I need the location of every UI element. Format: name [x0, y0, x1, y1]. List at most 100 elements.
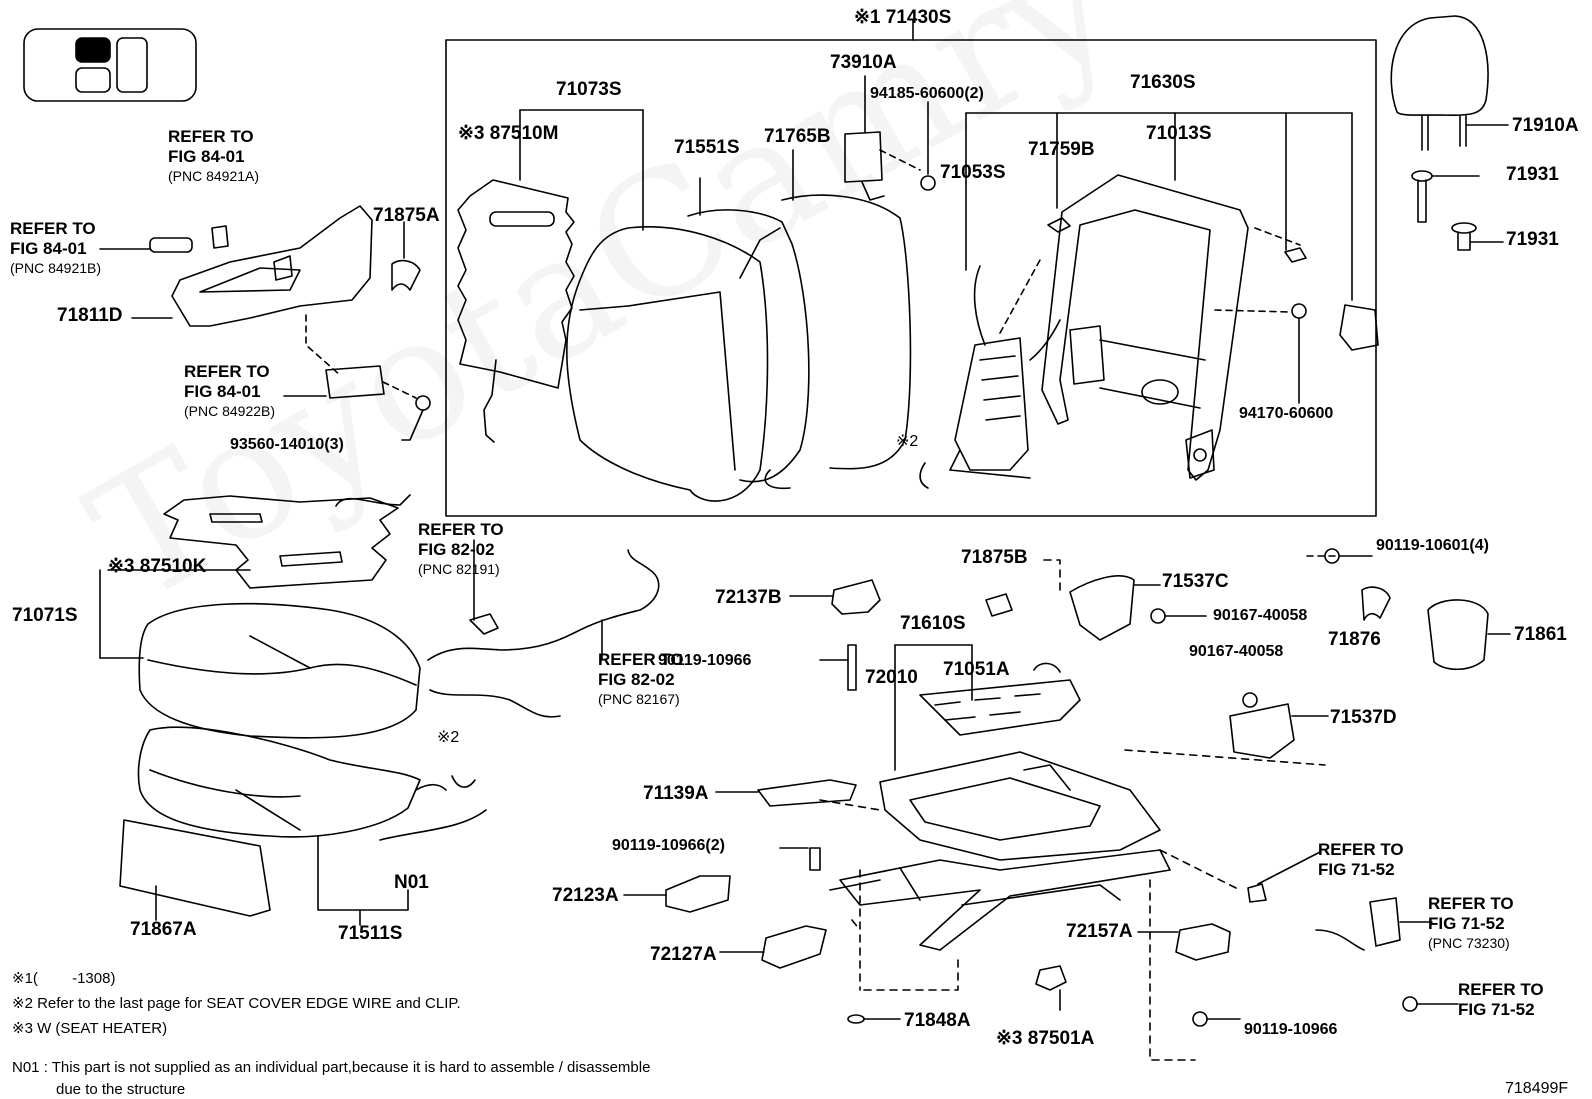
part-label-73910a: 73910A: [830, 52, 897, 73]
cross-ref-line2: FIG 82-02: [598, 670, 675, 690]
legend-note-2: ※2 Refer to the last page for SEAT COVER…: [12, 996, 461, 1011]
part-label-71139a: 71139A: [643, 783, 709, 804]
headrest-drawing: [1390, 15, 1509, 151]
part-label-71053s: 71053S: [940, 162, 1006, 183]
seat-frame-drawing: [819, 559, 1326, 1061]
cross-ref-pnc: (PNC 82191): [418, 560, 500, 577]
cross-ref-82191[interactable]: REFER TO FIG 82-02 (PNC 82191): [418, 520, 504, 578]
part-label-90119-10966-upper: 90119-10966: [658, 652, 752, 669]
legend-note-1: ※1( -1308): [12, 971, 115, 986]
harness-drawing: [379, 539, 660, 841]
cross-ref-73230[interactable]: REFER TO FIG 71-52 (PNC 73230): [1428, 894, 1514, 952]
cross-ref-line1: REFER TO: [1458, 980, 1544, 999]
legend-text: ( -1308): [32, 970, 116, 987]
part-label-71430s: ※1 71430S: [854, 7, 952, 28]
lumbar-support-drawing: [919, 259, 1061, 489]
cross-ref-84921a[interactable]: REFER TO FIG 84-01 (PNC 84921A): [168, 127, 259, 185]
legend-mark: ※3: [12, 1020, 33, 1037]
legend-text: W (SEAT HEATER): [37, 1020, 168, 1037]
cross-ref-pnc: (PNC 84921A): [168, 167, 260, 184]
seat-side-trim-drawing: [99, 205, 431, 441]
part-label-71537c: 71537C: [1162, 571, 1229, 592]
part-label-90119-10601: 90119-10601(4): [1376, 537, 1489, 554]
part-label-71071s: 71071S: [12, 605, 78, 626]
part-label-90119-10966-2: 90119-10966(2): [612, 837, 725, 854]
part-label-71875b: 71875B: [961, 547, 1028, 568]
footnote-mark: N01: [12, 1059, 40, 1076]
part-label-71511s: 71511S: [338, 923, 403, 944]
cross-ref-84922b[interactable]: REFER TO FIG 84-01 (PNC 84922B): [184, 362, 275, 420]
cross-ref-pnc: (PNC 82167): [598, 690, 680, 707]
part-label-71848a: 71848A: [904, 1010, 971, 1031]
note-mark-2-back: ※2: [896, 433, 919, 450]
part-label-71537d: 71537D: [1330, 707, 1397, 728]
note-mark-2-cushion: ※2: [437, 729, 460, 746]
footnote-text: : This part is not supplied as an indivi…: [43, 1059, 651, 1076]
cross-ref-line1: REFER TO: [1318, 840, 1404, 859]
part-label-n01: N01: [394, 872, 429, 893]
cross-ref-pnc: (PNC 84922B): [184, 402, 276, 419]
cross-ref-82167[interactable]: REFER TO FIG 82-02 (PNC 82167): [598, 650, 684, 708]
part-label-71811d: 71811D: [57, 305, 123, 326]
cross-ref-pnc: (PNC 73230): [1428, 934, 1510, 951]
footnote-n01: N01 : This part is not supplied as an in…: [12, 1060, 650, 1075]
cushion-heater-drawing: [107, 494, 411, 589]
part-label-71910a: 71910A: [1512, 115, 1579, 136]
seatback-cover-drawing: [566, 149, 912, 502]
part-label-71051a: 71051A: [943, 659, 1010, 680]
part-label-71931-upper: 71931: [1506, 164, 1559, 185]
seatback-frame-drawing: [965, 112, 1379, 481]
side-airbag-drawing: [844, 75, 936, 201]
part-label-72123a: 72123A: [552, 885, 619, 906]
part-label-87510m: ※3 87510M: [458, 123, 559, 144]
cross-ref-line1: REFER TO: [184, 362, 270, 381]
part-label-71013s: 71013S: [1146, 123, 1212, 144]
cross-ref-fig-71-52-upper[interactable]: REFER TO FIG 71-52: [1318, 840, 1404, 881]
part-label-71630s: 71630S: [1130, 72, 1196, 93]
part-label-87501a: ※3 87501A: [996, 1028, 1095, 1049]
cross-ref-line1: REFER TO: [418, 520, 504, 539]
cross-ref-line2: FIG 84-01: [168, 147, 245, 167]
cross-ref-line2: FIG 71-52: [1318, 860, 1395, 880]
part-label-71861: 71861: [1514, 624, 1567, 645]
part-label-94170-60600: 94170-60600: [1239, 405, 1334, 422]
footnote-n01-continued: due to the structure: [56, 1081, 186, 1098]
part-label-93560-14010: 93560-14010(3): [230, 436, 344, 453]
part-label-94185-60600: 94185-60600(2): [870, 85, 984, 102]
seatback-assembly-box: [445, 19, 1377, 517]
part-label-72137b: 72137B: [715, 587, 782, 608]
legend-text: Refer to the last page for SEAT COVER ED…: [37, 995, 461, 1012]
headrest-supports-drawing: [1411, 170, 1504, 251]
cross-ref-line1: REFER TO: [10, 219, 96, 238]
part-label-71875a: 71875A: [373, 205, 440, 226]
part-label-71876: 71876: [1328, 629, 1381, 650]
cross-ref-fig-71-52-lower[interactable]: REFER TO FIG 71-52: [1458, 980, 1544, 1021]
part-label-90119-10966-lower: 90119-10966: [1244, 1021, 1338, 1038]
front-panel-drawing: [119, 819, 271, 921]
cushion-pad-drawing: [137, 726, 447, 926]
legend-mark: ※1: [12, 970, 33, 987]
seat-position-icon: [23, 28, 197, 102]
part-label-72157a: 72157A: [1066, 921, 1133, 942]
part-label-71610s: 71610S: [900, 613, 966, 634]
part-label-90167-40058-lower: 90167-40058: [1189, 643, 1284, 660]
legend-note-3: ※3 W (SEAT HEATER): [12, 1021, 167, 1036]
part-label-71931-lower: 71931: [1506, 229, 1559, 250]
cross-ref-line2: FIG 84-01: [184, 382, 261, 402]
cross-ref-line1: REFER TO: [168, 127, 254, 146]
part-label-87510k: ※3 87510K: [108, 556, 207, 577]
cross-ref-line2: FIG 71-52: [1428, 914, 1505, 934]
part-label-90167-40058-upper: 90167-40058: [1213, 607, 1308, 624]
cross-ref-line1: REFER TO: [598, 650, 684, 669]
part-label-72127a: 72127A: [650, 944, 717, 965]
figure-number: 718499F: [1505, 1080, 1569, 1097]
part-label-71551s: 71551S: [674, 137, 740, 158]
part-label-71765b: 71765B: [764, 126, 831, 147]
legend-mark: ※2: [12, 995, 33, 1012]
cross-ref-84921b[interactable]: REFER TO FIG 84-01 (PNC 84921B): [10, 219, 101, 277]
part-label-72010: 72010: [865, 667, 918, 688]
part-label-71759b: 71759B: [1028, 139, 1095, 160]
cross-ref-line2: FIG 84-01: [10, 239, 87, 259]
